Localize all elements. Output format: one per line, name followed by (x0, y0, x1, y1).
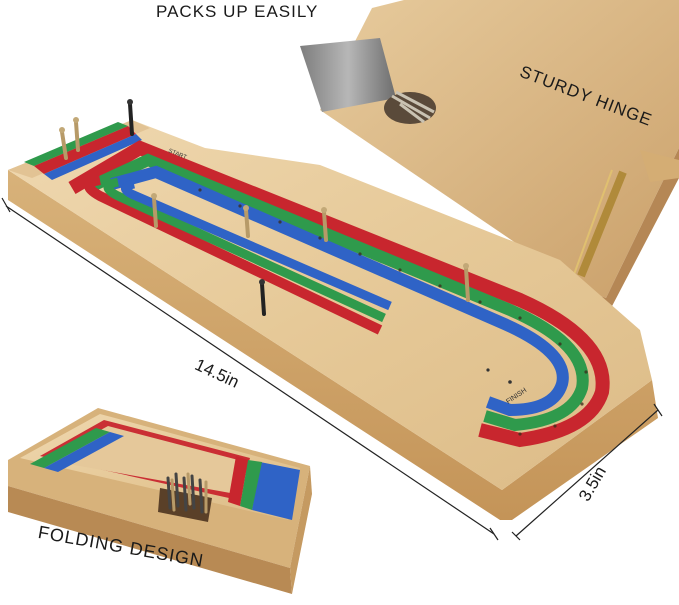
open-board: START FINISH (8, 99, 658, 520)
metal-slide (300, 38, 396, 112)
closed-board-top (300, 0, 679, 310)
folded-board (8, 408, 312, 594)
dimension-lines (1, 197, 663, 541)
pegs (59, 99, 470, 316)
hinge (577, 170, 627, 278)
packs-up-caption: PACKS UP EASILY (156, 2, 319, 21)
